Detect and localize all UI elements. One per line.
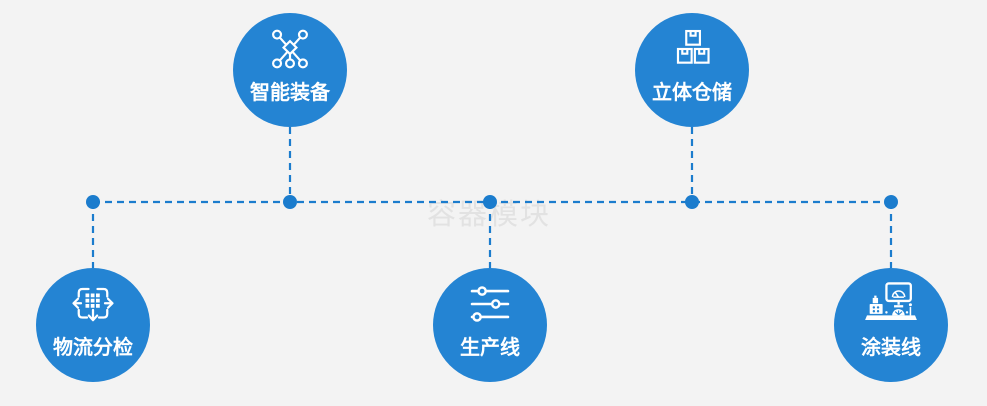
workstation-icon (859, 281, 923, 327)
sorting-arrows-icon (69, 281, 117, 327)
junction-dots (86, 195, 898, 209)
node-label: 物流分检 (53, 337, 133, 359)
diagram-node-coating-line[interactable]: 涂装线 (834, 268, 948, 382)
diagram-node-stereo-warehouse[interactable]: 立体仓储 (635, 13, 749, 127)
sliders-icon (467, 281, 513, 327)
node-label: 智能装备 (250, 82, 330, 104)
node-label: 生产线 (460, 337, 520, 359)
stacked-boxes-icon (669, 26, 715, 72)
diagram-node-smart-equipment[interactable]: 智能装备 (233, 13, 347, 127)
network-nodes-icon (267, 26, 313, 72)
node-label: 涂装线 (861, 337, 921, 359)
node-label: 立体仓储 (652, 82, 732, 104)
diagram-node-logistics-sorting[interactable]: 物流分检 (36, 268, 150, 382)
diagram-node-production-line[interactable]: 生产线 (433, 268, 547, 382)
